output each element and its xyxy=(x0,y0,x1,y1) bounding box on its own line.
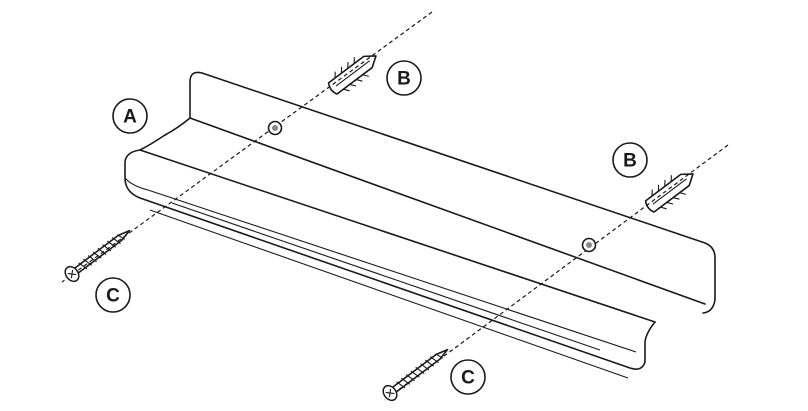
callout-label-shelf: A xyxy=(123,107,137,128)
shelf-lip-inner xyxy=(124,177,637,353)
wall-anchor-icon-right xyxy=(644,173,694,213)
callout-shelf: A xyxy=(112,98,148,134)
mounting-hole-right-inner xyxy=(586,242,592,248)
callout-anchor-right: B xyxy=(612,142,648,178)
shelf-icon xyxy=(124,71,716,379)
screw-icon xyxy=(64,229,131,283)
callout-screw-right: C xyxy=(450,359,486,395)
alignment-line-right xyxy=(384,144,729,401)
shelf-base-shadow xyxy=(171,202,601,351)
mounting-hole-left-inner xyxy=(272,125,278,131)
callout-label-anchor-left: B xyxy=(397,69,411,90)
shelf-base-line xyxy=(149,209,629,379)
wall-anchor-icon xyxy=(327,55,377,95)
callout-label-screw-left: C xyxy=(106,286,120,307)
callout-screw-left: C xyxy=(95,277,131,313)
shelf-back-fold xyxy=(164,117,706,305)
shelf-back-plate xyxy=(189,71,716,314)
callout-label-screw-right: C xyxy=(461,368,475,389)
screw-icon-right xyxy=(382,348,449,402)
callout-anchor-left: B xyxy=(386,60,422,96)
shelf-bottom-edge xyxy=(139,134,656,323)
callout-label-anchor-right: B xyxy=(623,151,637,172)
shelf-front-lip xyxy=(124,149,656,370)
